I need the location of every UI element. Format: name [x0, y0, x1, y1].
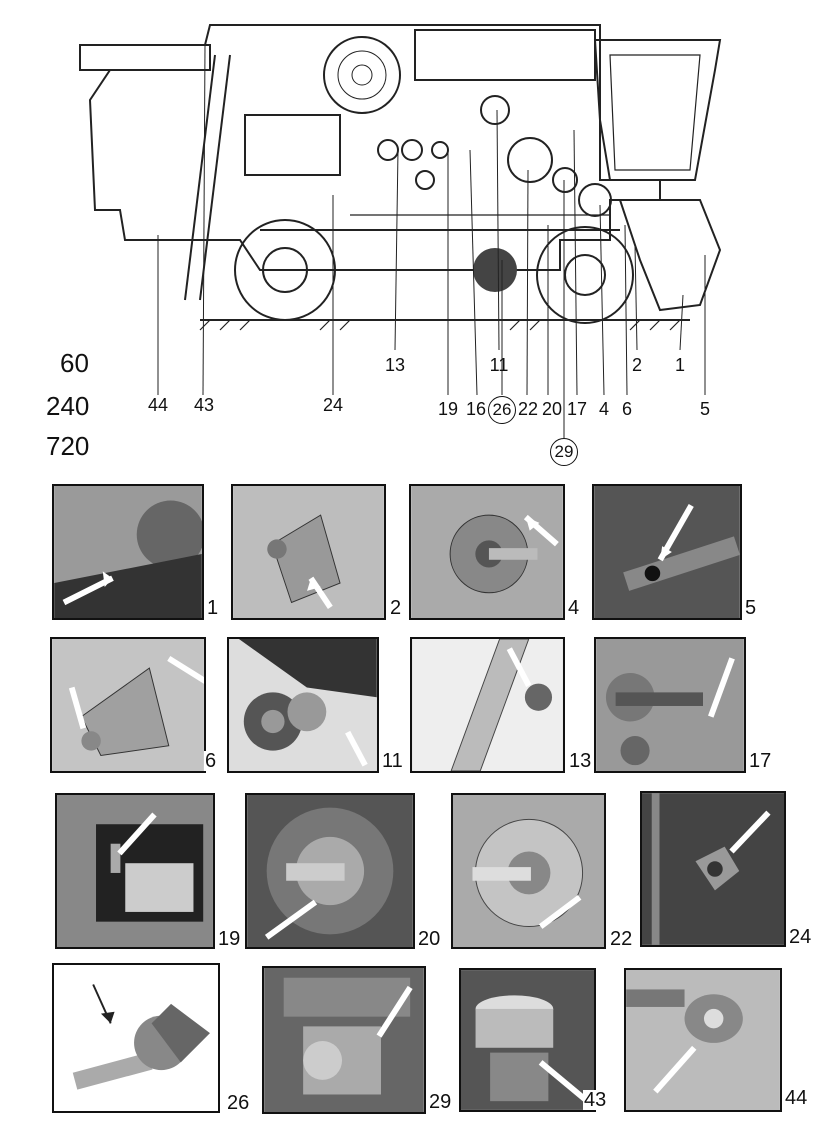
- panel-number: 2: [389, 597, 403, 619]
- interval-720: 720: [46, 431, 90, 461]
- callout-1: 1: [674, 355, 686, 375]
- callout-19: 19: [437, 399, 459, 419]
- detail-image: [57, 795, 213, 947]
- panel-number: 19: [217, 928, 242, 950]
- detail-image: [264, 968, 424, 1112]
- detail-image: [453, 795, 604, 947]
- detail-image: [642, 793, 784, 945]
- panel-number: 26: [226, 1092, 251, 1114]
- detail-image: [594, 486, 740, 618]
- callout-11: 11: [489, 355, 509, 375]
- detail-image: [411, 486, 563, 618]
- detail-image: [596, 639, 744, 771]
- panel-number: 44: [784, 1087, 809, 1109]
- panel-number: 5: [744, 597, 758, 619]
- callout-22: 22: [517, 399, 539, 419]
- panel-number: 29: [428, 1091, 453, 1113]
- callout-20: 20: [541, 399, 563, 419]
- panel-number: 4: [567, 597, 581, 619]
- interval-60: 60: [60, 348, 89, 378]
- detail-image: [412, 639, 563, 771]
- callout-5: 5: [699, 399, 711, 419]
- callout-16: 16: [465, 399, 487, 419]
- panel-number: 13: [568, 750, 593, 772]
- detail-image: [233, 486, 384, 618]
- panel-number: 43: [583, 1089, 608, 1111]
- detail-image: [229, 639, 377, 771]
- callout-2: 2: [631, 355, 643, 375]
- detail-image: [54, 486, 202, 618]
- detail-image: [54, 965, 218, 1111]
- detail-image: [461, 970, 594, 1110]
- callout-13: 13: [384, 355, 406, 375]
- detail-image: [247, 795, 413, 947]
- callout-44: 44: [147, 395, 169, 415]
- panel-number: 17: [748, 750, 773, 772]
- detail-image: [626, 970, 780, 1110]
- callout-43: 43: [193, 395, 215, 415]
- callout-29: 29: [550, 438, 578, 466]
- callout-17: 17: [566, 399, 588, 419]
- callout-26: 26: [488, 396, 516, 424]
- panel-number: 11: [381, 750, 404, 772]
- interval-240: 240: [46, 391, 90, 421]
- callout-24: 24: [322, 395, 344, 415]
- panel-number: 20: [417, 928, 442, 950]
- callout-6: 6: [621, 399, 633, 419]
- panel-number: 1: [206, 597, 220, 619]
- detail-image: [52, 639, 204, 771]
- combine-harvester-drawing: [79, 24, 722, 438]
- panel-number: 6: [204, 750, 218, 772]
- callout-4: 4: [598, 399, 610, 419]
- panel-number: 22: [609, 928, 634, 950]
- combine-overview: 44 43 24 13 19 16 26 22 20 17 4 6 2 1 5 …: [0, 0, 831, 470]
- panel-number: 24: [788, 926, 813, 948]
